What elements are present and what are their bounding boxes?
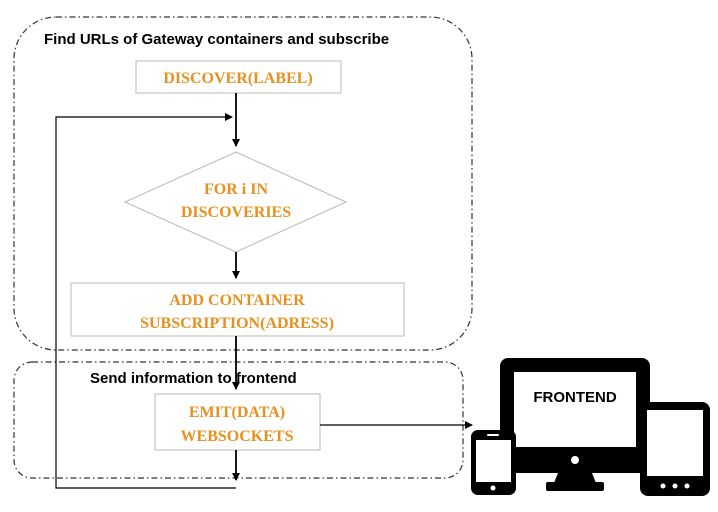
node-for-loop-line-2: DISCOVERIES	[181, 204, 291, 221]
node-emit-data: EMIT(DATA) WEBSOCKETS	[154, 393, 321, 451]
smartphone-icon	[471, 430, 516, 495]
group-discover-border	[13, 16, 473, 351]
frontend-label: FRONTEND	[533, 389, 616, 406]
group-send-title: Send information to frontend	[90, 370, 297, 387]
node-emit-line-1: EMIT(DATA)	[189, 404, 285, 421]
group-discover-title: Find URLs of Gateway containers and subs…	[44, 31, 389, 48]
desktop-monitor-icon	[500, 358, 650, 491]
node-discover-box	[135, 60, 342, 94]
group-send: Send information to frontend	[13, 361, 464, 479]
tablet-icon	[640, 402, 710, 496]
group-send-border	[13, 361, 464, 479]
node-for-loop-diamond	[123, 151, 348, 253]
group-discover: Find URLs of Gateway containers and subs…	[13, 16, 473, 351]
node-add-container-line-2: SUBSCRIPTION(ADRESS)	[140, 315, 334, 332]
node-for-loop: FOR i IN DISCOVERIES	[123, 151, 348, 253]
node-emit-line-2: WEBSOCKETS	[181, 428, 294, 445]
node-for-loop-line-1: FOR i IN	[204, 181, 268, 198]
node-add-container: ADD CONTAINER SUBSCRIPTION(ADRESS)	[70, 282, 405, 337]
node-discover-label: DISCOVER(LABEL)	[135, 60, 342, 94]
node-add-container-box	[70, 282, 405, 337]
loop-back-arrow	[55, 113, 236, 489]
frontend-devices: FRONTEND	[471, 358, 710, 496]
node-emit-box	[154, 393, 321, 451]
node-discover-text: DISCOVER(LABEL)	[163, 70, 312, 87]
node-add-container-line-1: ADD CONTAINER	[169, 292, 305, 309]
